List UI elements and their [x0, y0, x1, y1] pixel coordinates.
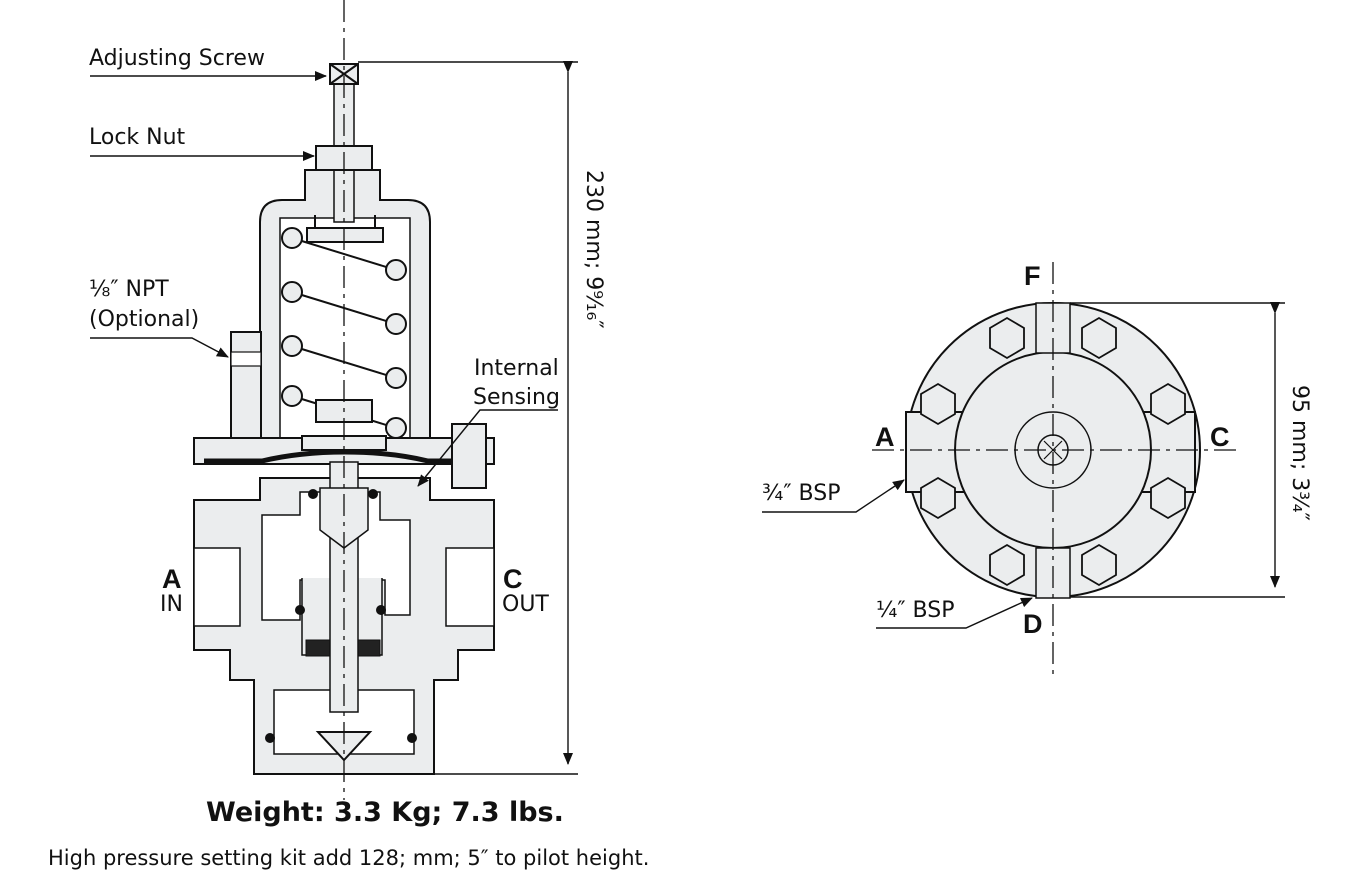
weight-text: Weight: 3.3 Kg; 7.3 lbs.: [206, 797, 564, 828]
port-c-letter: C: [503, 564, 523, 594]
plan-label-f: F: [1024, 261, 1041, 291]
bsp-small-label: ¼″ BSP: [876, 598, 955, 623]
internal-sensing-line1: Internal: [474, 356, 559, 381]
plan-label-d: D: [1023, 609, 1043, 639]
leader-internal-sensing: [417, 409, 558, 487]
height-dimension-label: 230 mm; 9⁹⁄₁₆″: [581, 170, 606, 329]
npt-label-line2: (Optional): [89, 307, 200, 332]
diaphragm: [204, 449, 486, 464]
npt-label-line1: ⅛″ NPT: [89, 277, 169, 302]
footnote-text: High pressure setting kit add 128; mm; 5…: [48, 846, 650, 870]
lock-nut-label: Lock Nut: [89, 125, 186, 150]
leader-npt: [90, 337, 229, 358]
port-a-letter: A: [162, 564, 182, 594]
plan-label-a: A: [875, 422, 895, 452]
inlet-port: [193, 547, 241, 627]
plan-bolts: [920, 316, 1186, 587]
diameter-dimension: [1070, 302, 1285, 598]
leader-bsp-large: [762, 479, 905, 513]
plan-label-c: C: [1210, 422, 1230, 452]
adjusting-screw-label: Adjusting Screw: [89, 46, 265, 71]
port-a-word: IN: [160, 592, 183, 617]
bsp-large-label: ¾″ BSP: [762, 481, 841, 506]
outlet-port: [445, 547, 495, 627]
height-dimension: [358, 61, 578, 775]
plan-centerlines: [872, 262, 1236, 680]
port-c-word: OUT: [502, 592, 549, 617]
leader-bsp-small: [876, 597, 1033, 629]
diameter-dimension-label: 95 mm; 3¾″: [1287, 385, 1312, 521]
npt-boss: [230, 331, 262, 441]
internal-sensing-line2: Sensing: [473, 385, 560, 410]
